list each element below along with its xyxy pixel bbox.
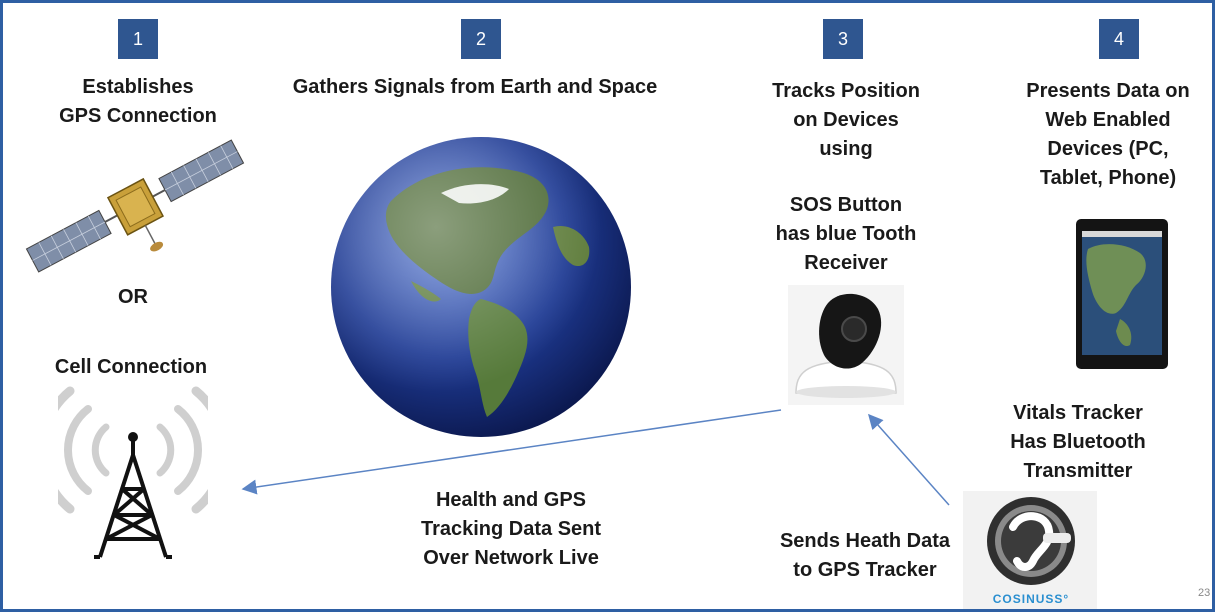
cell-tower-icon [58,386,208,559]
step-4-title: Presents Data on Web Enabled Devices (PC… [1026,80,1190,189]
step-1-badge: 1 [118,19,158,59]
page-number: 23 [1198,587,1211,599]
step-3-badge: 3 [823,19,863,59]
sos-button-label: SOS Button has blue Tooth Receiver [775,194,917,274]
step-2-badge: 2 [461,19,501,59]
step-1-title: Establishes GPS Connection [59,76,217,127]
vitals-tracker-earpiece-image [963,491,1097,609]
brand-label: COSINUSS° [992,592,1070,606]
arrow-to-sos-button [868,413,950,506]
earth-globe-image [331,137,631,437]
arrow-to-cell-tower [241,409,782,495]
step-2-title: Gathers Signals from Earth and Space [292,76,658,98]
sos-button-device-image [788,285,904,405]
step-4-badge: 4 [1099,19,1139,59]
health-gps-data-label: Health and GPS Tracking Data Sent Over N… [420,489,602,569]
flow-arrows [241,409,950,506]
satellite-image [25,139,245,273]
or-label: OR [118,286,148,308]
vitals-tracker-label: Vitals Tracker Has Bluetooth Transmitter [1010,402,1146,482]
cell-connection-label: Cell Connection [54,356,208,378]
step-3-title: Tracks Position on Devices using [772,80,920,160]
sends-heath-data-label: Sends Heath Data to GPS Tracker [779,530,951,581]
tablet-device-image [1076,219,1168,369]
